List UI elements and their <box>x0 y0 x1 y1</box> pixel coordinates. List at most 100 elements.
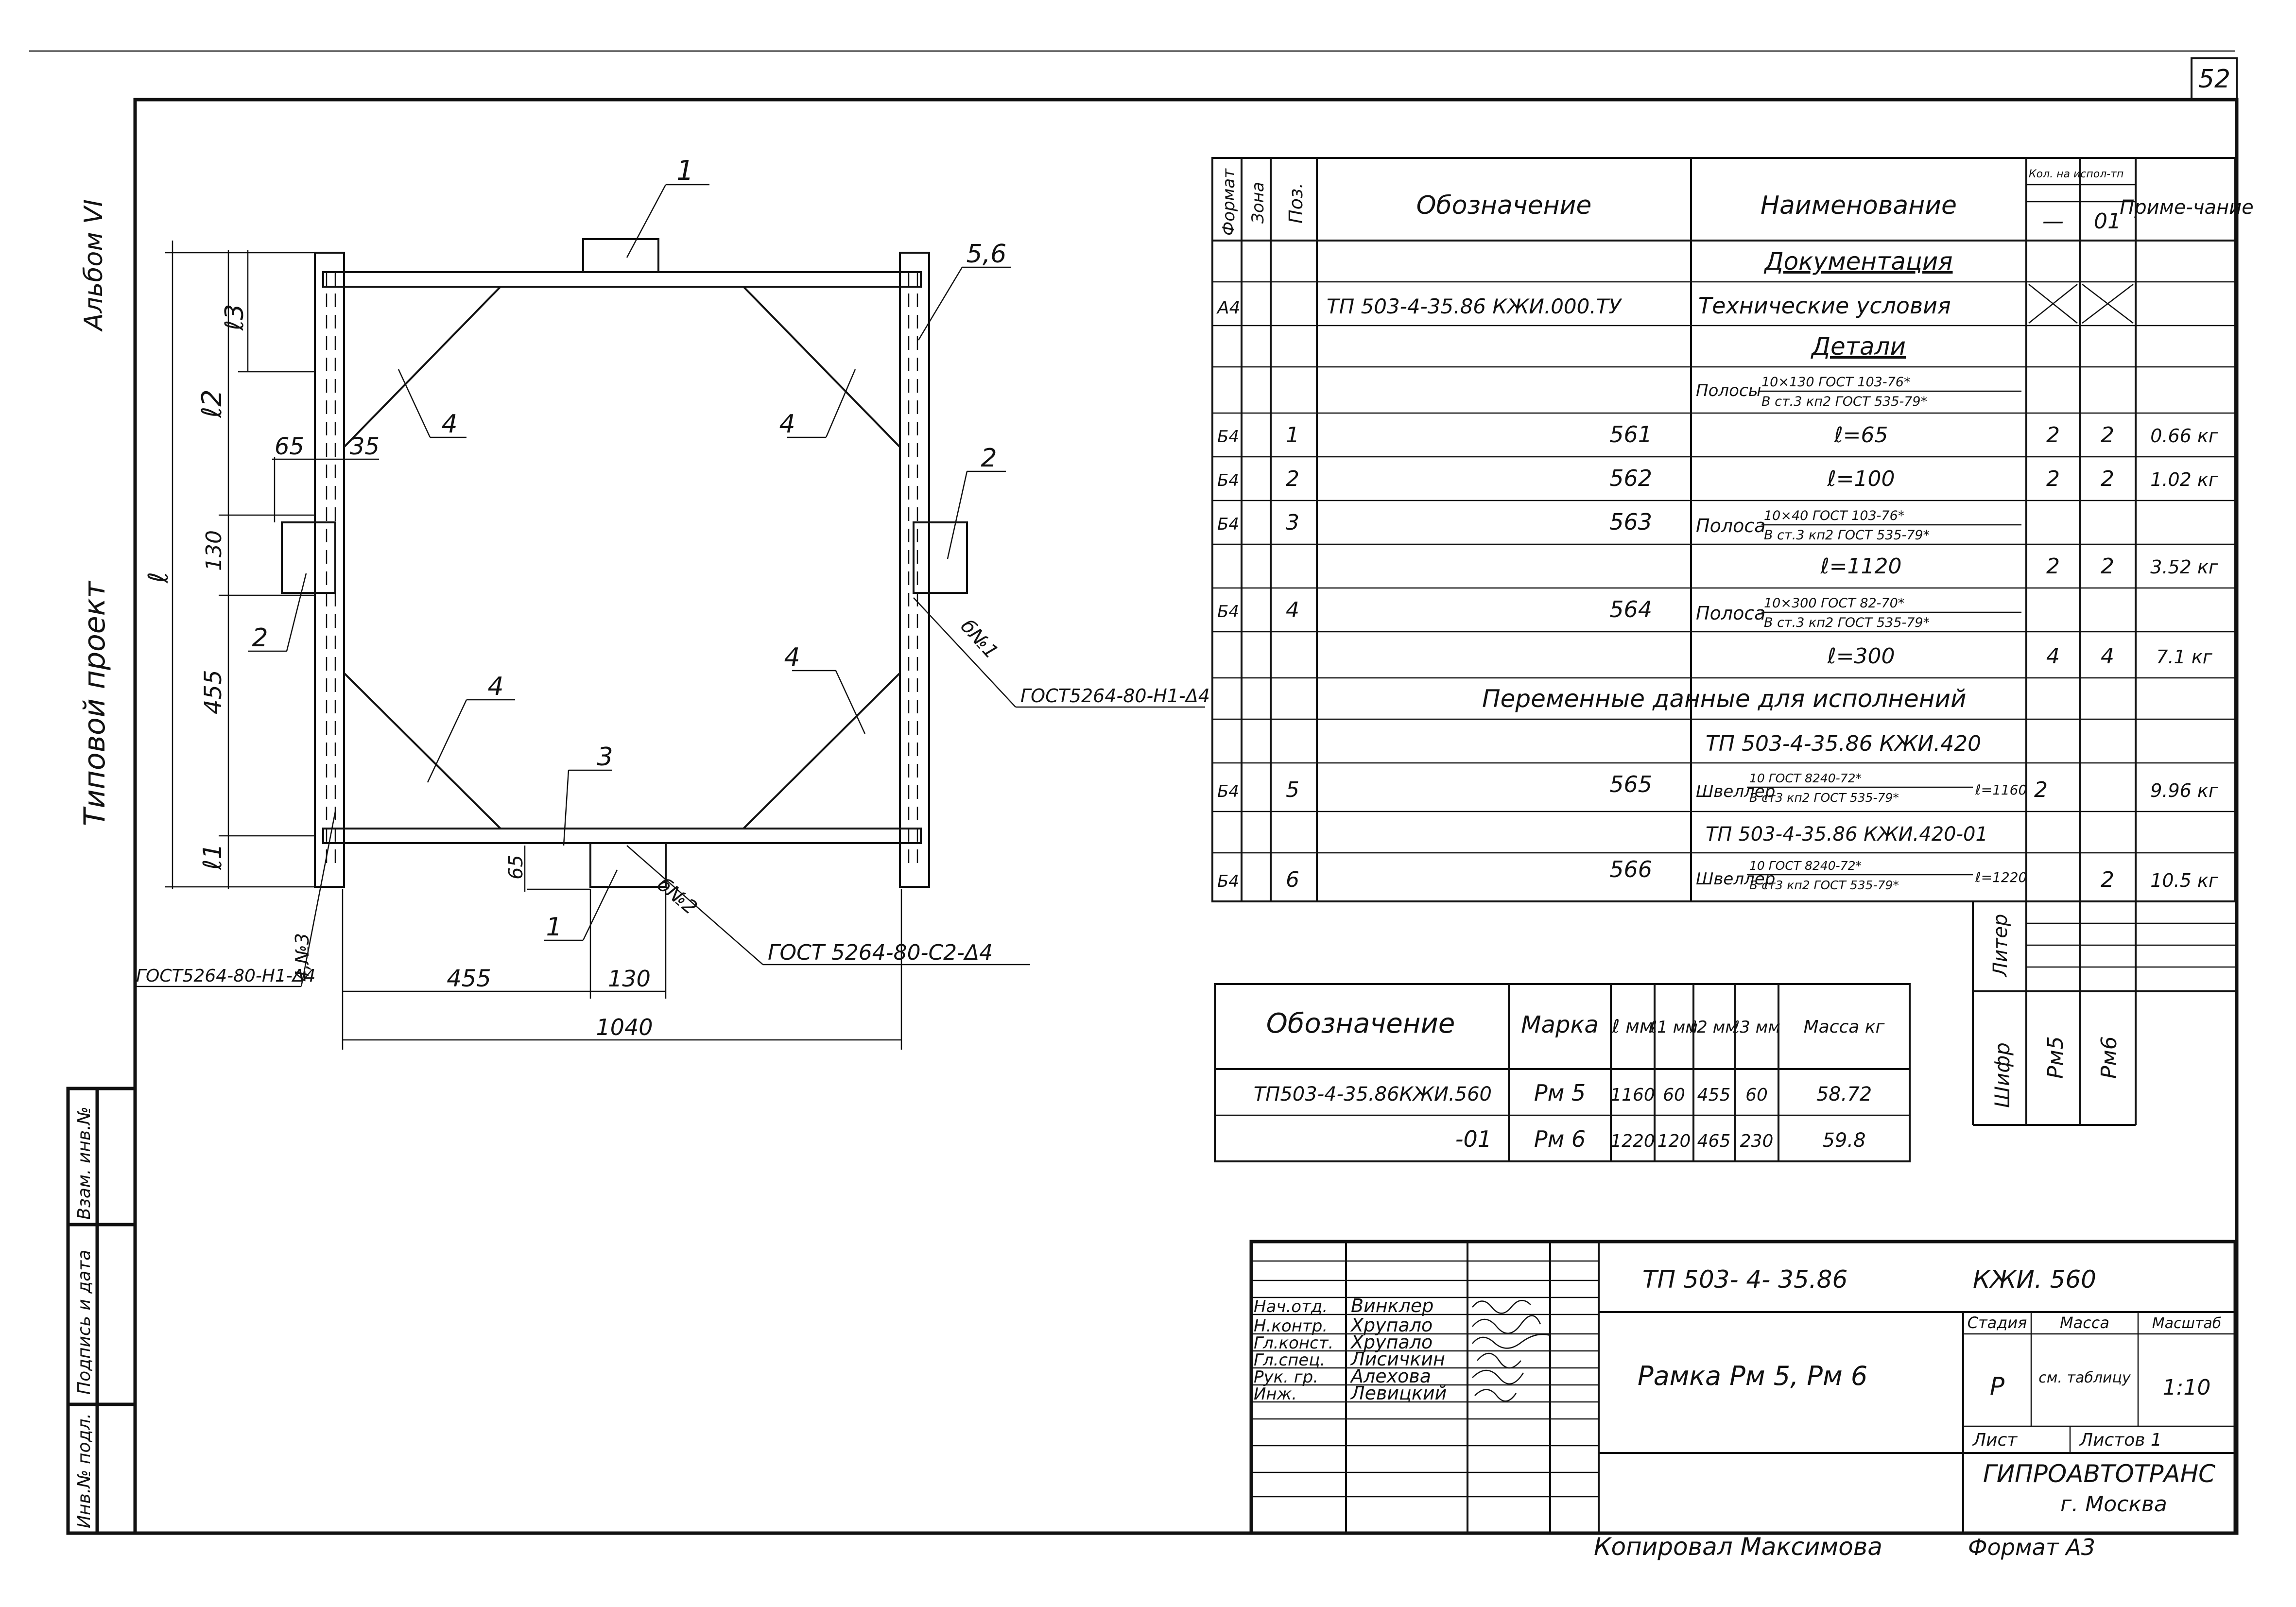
row4b-q1: 4 <box>2046 644 2060 669</box>
signer-role-4: Гл.спец. <box>1254 1350 1325 1370</box>
row2-format: Б4 <box>1217 471 1239 490</box>
vt-row1-mass: 58.72 <box>1816 1083 1872 1106</box>
pos1-top-label: 1 <box>676 155 694 187</box>
vt-row2-mark: Рм 6 <box>1534 1126 1586 1152</box>
hdr-designation: Обозначение <box>1416 191 1592 220</box>
row5-length: ℓ=1160 <box>1975 782 2027 798</box>
cipher-rm6: Рм6 <box>2097 1036 2122 1079</box>
row2-q1: 2 <box>2046 467 2060 491</box>
dim-130-vertical: 130 <box>202 530 226 571</box>
binding-strip: Альбом VI Типовой проект Взам. инв.№ Под… <box>66 199 137 1535</box>
row6-num: 10 ГОСТ 8240-72* <box>1749 859 1862 873</box>
cipher-label: Шифр <box>1990 1042 2014 1108</box>
row4b-note: 7.1 кг <box>2156 646 2212 668</box>
vt-hdr-mark: Марка <box>1521 1011 1599 1038</box>
tb-title: Рамка Рм 5, Рм 6 <box>1638 1361 1867 1391</box>
strip-header-den: В ст.3 кп2 ГОСТ 535-79* <box>1761 394 1927 409</box>
hdr-qty-01: 01 <box>2094 209 2121 234</box>
row3b-name: ℓ=1120 <box>1820 554 1901 579</box>
section-variable: Переменные данные для исполнений <box>1482 685 1966 713</box>
row1-name: ℓ=65 <box>1833 423 1888 448</box>
signer-name-5: Алехова <box>1349 1365 1431 1387</box>
row4-prefix: Полоса <box>1696 603 1766 624</box>
row5-pos: 5 <box>1286 778 1299 802</box>
cipher-rm5: Рм5 <box>2043 1036 2068 1079</box>
footer-copied: Копировал Максимова <box>1594 1533 1882 1561</box>
hdr-qty-dash: — <box>2042 209 2064 234</box>
top-plate <box>582 238 659 273</box>
row3-designation: 563 <box>1609 509 1652 535</box>
vt-row1-l: 1160 <box>1610 1085 1655 1105</box>
signer-name-1: Винклер <box>1351 1295 1433 1316</box>
row5-prefix: Швеллер <box>1696 782 1775 801</box>
row1-format: Б4 <box>1217 427 1239 447</box>
signer-name-3: Хрупало <box>1350 1331 1433 1353</box>
vt-row1-mark: Рм 5 <box>1534 1080 1586 1106</box>
hdr-pos: Поз. <box>1285 183 1307 224</box>
signature-2 <box>1472 1315 1541 1334</box>
bottom-plate <box>589 842 667 888</box>
title-block: ТП 503- 4- 35.86 КЖИ. 560 Рамка Рм 5, Рм… <box>1249 1240 2237 1535</box>
bottom-strip <box>322 828 922 844</box>
pos2-left-label: 2 <box>252 623 268 653</box>
top-strip <box>322 271 922 288</box>
dim-65-bottom: 65 <box>505 855 527 880</box>
vt-row2-l3: 230 <box>1740 1131 1774 1151</box>
dim-455-horizontal: 455 <box>447 965 491 992</box>
row6-designation: 566 <box>1609 856 1652 882</box>
dim-65-top: 65 <box>275 433 304 460</box>
row5-note: 9.96 кг <box>2150 780 2219 801</box>
weld2-standard: ГОСТ 5264-80-С2-Δ4 <box>768 940 993 965</box>
footer-format: Формат А3 <box>1968 1534 2095 1560</box>
pos56-label: 5,6 <box>967 240 1007 269</box>
vt-hdr-l: ℓ мм <box>1611 1016 1653 1037</box>
dim-35: 35 <box>350 433 380 460</box>
hdr-zone: Зона <box>1248 182 1268 224</box>
left-side-plate <box>281 521 336 594</box>
row1-q2: 2 <box>2101 423 2114 448</box>
hdr-name: Наименование <box>1761 191 1957 220</box>
dim-l1: ℓ1 <box>198 843 227 870</box>
section-parts: Детали <box>1811 332 1906 361</box>
row5-format: Б4 <box>1217 782 1239 801</box>
vt-hdr-l2: ℓ2 мм <box>1690 1018 1738 1037</box>
row2-designation: 562 <box>1609 465 1652 491</box>
signer-role-2: Н.контр. <box>1254 1316 1328 1336</box>
signature-1 <box>1472 1300 1531 1314</box>
signer-name-4: Лисичкин <box>1350 1348 1445 1370</box>
right-channel <box>899 252 930 888</box>
signer-name-2: Хрупало <box>1350 1314 1433 1336</box>
row3b-q1: 2 <box>2046 554 2060 579</box>
pos4-label-b: 4 <box>779 410 795 439</box>
right-side-plate <box>913 521 968 594</box>
row2-name: ℓ=100 <box>1827 467 1895 491</box>
vt-row2-l2: 465 <box>1697 1131 1731 1151</box>
pos4-label-a: 4 <box>441 410 457 439</box>
vt-row1-designation: ТП503-4-35.86КЖИ.560 <box>1254 1083 1492 1106</box>
row2-pos: 2 <box>1286 467 1299 491</box>
vt-row2-mass: 59.8 <box>1822 1129 1865 1152</box>
row6-note: 10.5 кг <box>2150 870 2219 891</box>
tb-doc-code: КЖИ. 560 <box>1973 1265 2096 1294</box>
project-label: Типовой проект <box>78 580 112 826</box>
inv-vzam-label: Взам. инв.№ <box>74 1106 94 1220</box>
vt-hdr-l3: ℓ3 мм <box>1732 1018 1780 1037</box>
vt-row2-l1: 120 <box>1657 1131 1691 1151</box>
row5-q1: 2 <box>2034 778 2048 802</box>
row1-designation: 561 <box>1609 421 1652 448</box>
row1-pos: 1 <box>1286 423 1299 448</box>
tb-project-code: ТП 503- 4- 35.86 <box>1642 1265 1847 1294</box>
hdr-qty: Кол. на испол-тп <box>2029 168 2123 180</box>
frame-drawing: 1 5,6 4 4 2 2 4 4 3 1 б№1 ГОСТ5264-80-Н1… <box>134 155 1210 1050</box>
tb-sheet-label: Лист <box>1972 1430 2018 1450</box>
strip-header-num: 10×130 ГОСТ 103-76* <box>1761 375 1910 390</box>
weld1-standard: ГОСТ5264-80-Н1-Δ4 <box>1020 685 1210 707</box>
hdr-format: Формат <box>1219 168 1239 236</box>
sheet-number-box <box>2191 57 2238 101</box>
vt-hdr-l1: ℓ1 мм <box>1650 1018 1698 1037</box>
tb-sheets-label: Листов 1 <box>2079 1430 2162 1450</box>
dim-l2: ℓ2 <box>196 389 228 418</box>
signer-role-3: Гл.конст. <box>1254 1333 1333 1353</box>
row6-length: ℓ=1220 <box>1975 869 2027 885</box>
doc-row-name: Технические условия <box>1698 293 1951 319</box>
